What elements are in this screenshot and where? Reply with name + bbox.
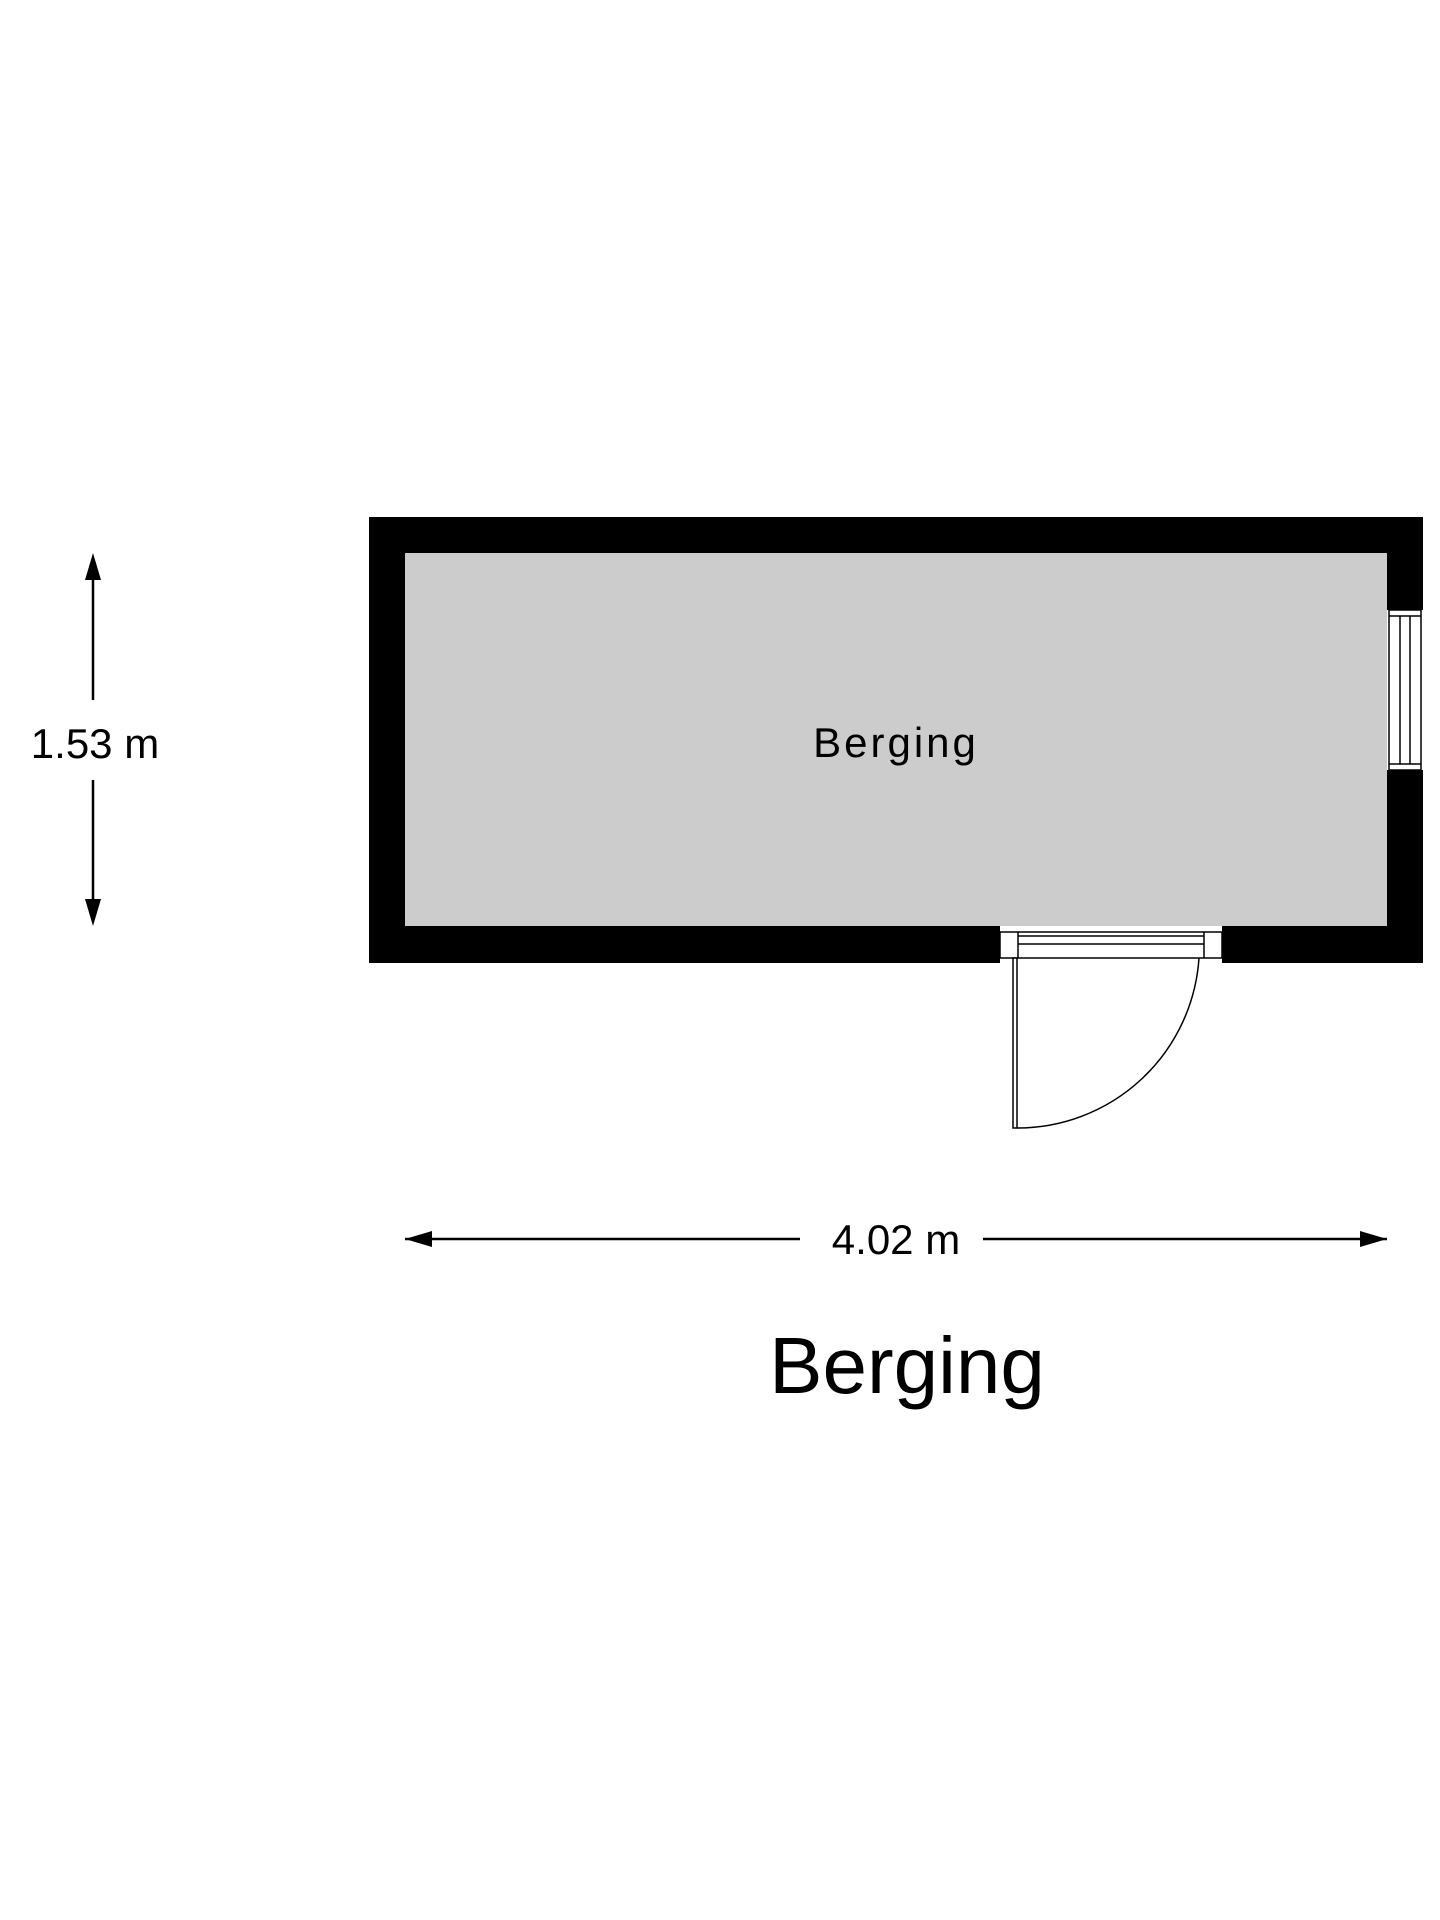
door-leaf (1012, 957, 1018, 1129)
room-label: Berging (813, 719, 979, 766)
arrow-down-icon (85, 899, 101, 926)
height-dimension: 1.53 m (31, 553, 159, 926)
width-dimension: 4.02 m (405, 1216, 1387, 1263)
window-opening (1387, 610, 1423, 770)
plan-title: Berging (769, 1321, 1045, 1410)
arrow-right-icon (1360, 1231, 1387, 1247)
window (1388, 609, 1422, 771)
arrow-left-icon (405, 1231, 432, 1247)
room-floor (405, 553, 1387, 926)
door (999, 931, 1223, 1129)
walls (369, 517, 1423, 963)
door-swing-arc (1016, 957, 1200, 1129)
width-label: 4.02 m (832, 1216, 960, 1263)
arrow-up-icon (85, 553, 101, 580)
height-label: 1.53 m (31, 720, 159, 767)
